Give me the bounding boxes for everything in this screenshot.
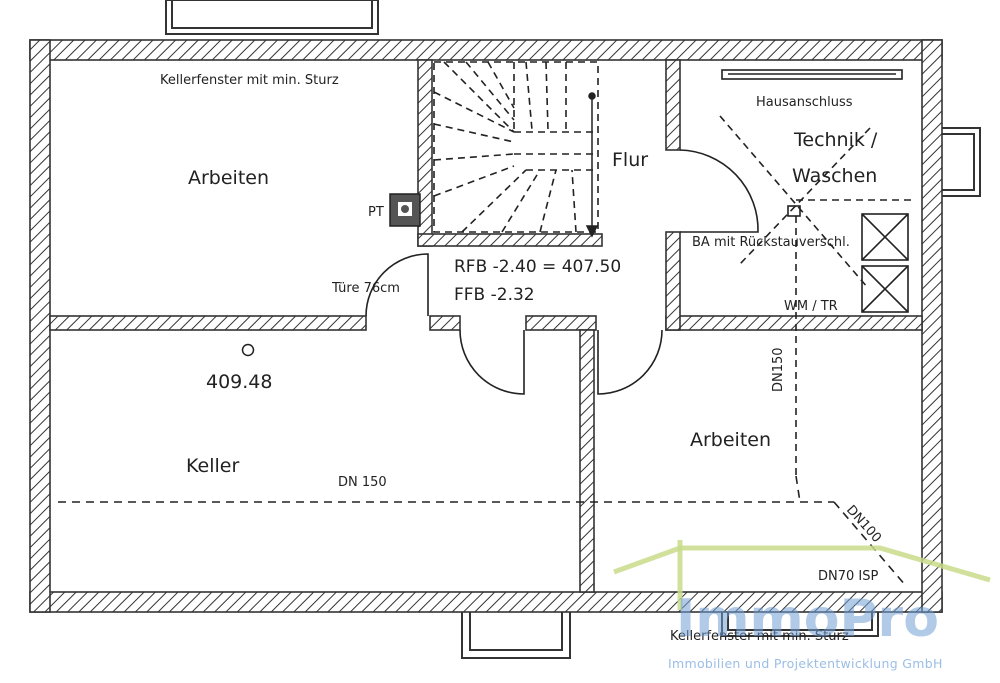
partition-left [49,315,367,331]
room-keller: Keller [186,455,239,477]
label-wm-tr: WM / TR [784,299,838,314]
keller-wall-right [579,329,595,593]
label-dn150-horizontal: DN 150 [338,475,387,490]
label-ffb: FFB -2.32 [454,285,535,305]
outer-wall-right [921,39,943,613]
appliance-1 [861,213,909,261]
room-arbeiten-bottom: Arbeiten [690,429,771,451]
stair-arrow [585,92,599,238]
stair-wall-bottom [417,233,603,247]
watermark-roof [613,545,991,583]
label-kellerfenster-bottom: Kellerfenster mit min. Sturz [670,629,849,644]
outer-wall-left [29,39,51,613]
staircase [433,61,599,233]
appliance-2 [861,265,909,313]
label-dn100: DN100 [843,503,884,546]
walls [29,39,943,613]
label-dn70: DN70 ISP [818,569,878,584]
room-technik-line2: Waschen [792,165,877,187]
label-pt: PT [368,205,384,220]
label-ba-rueckstau: BA mit Rückstauverschl. [692,235,850,250]
door-keller [459,329,525,395]
door-swings [365,149,759,395]
watermark-brand: ImmoPro [676,589,939,649]
label-dn150-vertical: DN150 [771,347,786,392]
label-tuere: Türe 76cm [331,281,400,296]
label-kellerfenster-top: Kellerfenster mit min. Sturz [160,73,339,88]
room-arbeiten-top: Arbeiten [188,167,269,189]
room-flur: Flur [612,149,648,171]
partition-right [665,315,923,331]
window-top [165,0,379,35]
label-height-mark: 409.48 [206,371,272,393]
immopro-watermark: ImmoPro Immobilien und Projektentwicklun… [613,540,991,671]
drain-pipe [58,475,907,587]
label-hausanschluss: Hausanschluss [756,95,853,110]
chimney [389,193,421,227]
hausanschluss-bar [721,69,903,80]
floor-drain-lines [719,115,916,476]
room-technik-line1: Technik / [793,129,878,151]
door-technik [679,149,759,233]
height-mark-circle [241,343,255,357]
door-arbeiten-top [365,253,429,317]
watermark-tagline: Immobilien und Projektentwicklung GmbH [668,656,943,671]
technik-wall-left [665,59,681,151]
door-arbeiten-bottom [597,329,663,395]
outer-wall-top [29,39,943,61]
label-rfb: RFB -2.40 = 407.50 [454,257,621,277]
technik-equipment [721,69,909,313]
